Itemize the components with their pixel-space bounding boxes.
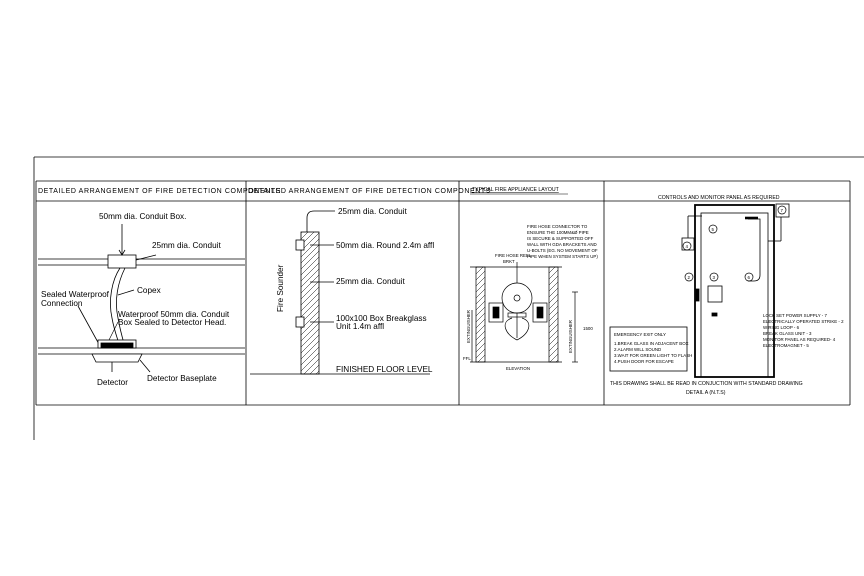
copex-flex [77,267,135,348]
elevation-label: ELEVATION [506,366,530,371]
panel-fire-appliance: TYPICAL FIRE APPLIANCE LAYOUT FIRE HOSE … [463,187,598,371]
callout-3: 3 [713,275,716,280]
sheet-frame [33,156,864,440]
callout-5: 5 [712,227,715,232]
round-box-label: 50mm dia. Round 2.4m affl [336,241,434,250]
panel-sounder-arrangement: DETAILED ARRANGEMENT OF FIRE DETECTION C… [248,188,491,375]
waterproof-label-2: Box Sealed to Detector Head. [118,318,226,327]
detector-symbol [38,339,245,373]
legend-item: LOCK SET POWER SUPPLY - 7 [763,313,827,318]
note-line-1: FIRE HOSE CONNECTOR TO [527,224,588,229]
note-line-2: ENSURE THE 100MM&Ø PIPE [527,230,589,235]
fire-sounder-label: Fire Sounder [276,264,285,312]
legend-item: ELECTRICALLY OPERATED STRIKE - 2 [763,319,844,324]
appliance-note: FIRE HOSE CONNECTOR TO ENSURE THE 100MM&… [527,224,598,259]
copex-label: Copex [137,286,161,295]
sealed-label-1: Sealed Waterproof [41,290,110,299]
right-dim-label: EXTINGUISHER [568,320,573,353]
legend-item: WIRING LOOP - 6 [763,325,800,330]
footer-note: THIS DRAWING SHALL BE READ IN CONJUCTION… [610,381,803,387]
number-callouts [682,205,787,282]
dim-value: 1500 [583,326,593,331]
panel-1-title: DETAILED ARRANGEMENT OF FIRE DETECTION C… [38,188,281,195]
note-line-5: U-BOLTS (EG. NO MOVEMENT OF [527,248,598,253]
door-elevation [609,203,790,378]
controls-legend: LOCK SET POWER SUPPLY - 7 ELECTRICALLY O… [763,313,844,348]
exit-step: 1.BREAK GLASS IN ADJACENT BOX [614,341,689,346]
conduit-box-label: 50mm dia. Conduit Box. [99,212,186,221]
legend-item: ELECTROMAGNET - 5 [763,343,809,348]
waterproof-label-1: Waterproof 50mm dia. Conduit [118,310,230,319]
ffl-label: FINISHED FLOOR LEVEL [336,365,433,374]
callout-4: 4 [686,244,689,249]
conduit-label: 25mm dia. Conduit [152,241,221,250]
conduit-top-label: 25mm dia. Conduit [338,207,407,216]
emergency-exit-sign: EMERGENCY EXIT ONLY 1.BREAK GLASS IN ADJ… [614,332,692,364]
bracket-label: BRKT [503,259,515,264]
sealed-label-2: Connection [41,299,83,308]
callout-6: 6 [748,275,751,280]
callout-7: 7 [781,208,784,213]
ffl-mark: FFL [463,356,471,361]
panel-3-title: TYPICAL FIRE APPLIANCE LAYOUT [472,187,560,193]
exit-step: 3.WAIT FOR GREEN LIGHT TO FLASH [614,353,692,358]
detector-label: Detector [97,378,128,387]
legend-item: MONITOR PANEL AS REQUIRED- 4 [763,337,836,342]
conduit-mid-label: 25mm dia. Conduit [336,277,405,286]
exit-step: 4.PUSH DOOR FOR ESCAPE [614,359,674,364]
panel-2-title: DETAILED ARRANGEMENT OF FIRE DETECTION C… [248,188,491,195]
breakglass-label-2: Unit 1.4m affl [336,322,384,331]
left-dim-label: EXTINGUISHER [466,310,471,343]
exit-step: 2.ALARM WILL SOUND [614,347,661,352]
panel-door-controls: CONTROLS AND MONITOR PANEL AS REQUIRED [609,195,844,396]
panel-detector-arrangement: DETAILED ARRANGEMENT OF FIRE DETECTION C… [38,188,281,387]
callout-2: 2 [688,275,691,280]
legend-item: BREAK GLASS UNIT - 3 [763,331,812,336]
breakglass-label-1: 100x100 Box Breakglass [336,314,427,323]
note-line-6: PIPE WHEN SYSTEM STARTS UP) [527,254,598,259]
conduit-box-symbol [38,224,245,269]
baseplate-label: Detector Baseplate [147,374,217,383]
exit-title: EMERGENCY EXIT ONLY [614,332,666,337]
panel-4-title: CONTROLS AND MONITOR PANEL AS REQUIRED [658,195,780,201]
hose-reel-label: FIRE HOSE REEL [495,253,532,258]
note-line-3: IS SECURE & SUPPORTED OFF [527,236,594,241]
wall-section [250,210,430,375]
appliance-elevation [470,262,578,363]
note-line-4: WALL WITH GDA BRACKETS AND [527,242,597,247]
detail-label: DETAIL A (N.T.S) [686,390,726,396]
